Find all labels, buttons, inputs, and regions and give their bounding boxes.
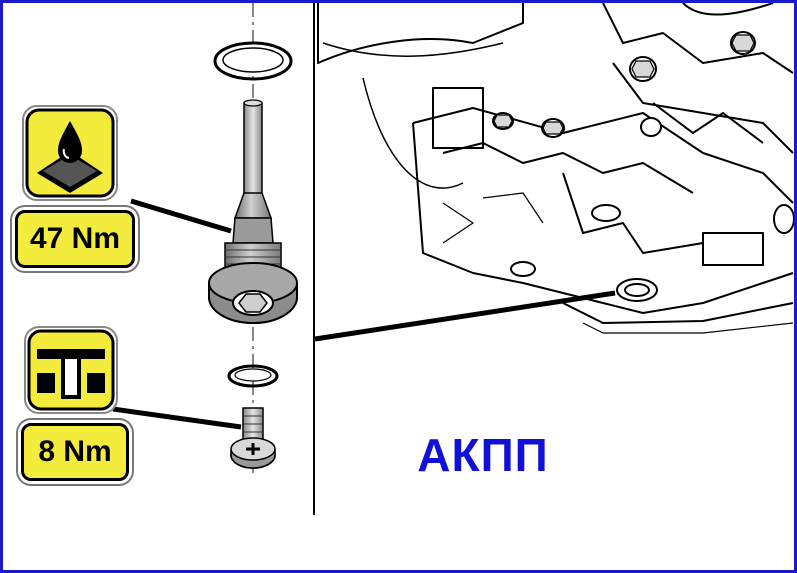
transmission-housing	[317, 3, 794, 334]
leader-line-47nm	[130, 198, 232, 234]
leader-line-transmission	[314, 290, 616, 342]
diagram-art	[22, 3, 794, 515]
torque-badge-47nm: 47 Nm	[15, 210, 135, 268]
seal-gasket-icon	[24, 326, 118, 414]
transmission-caption: АКПП	[417, 429, 549, 481]
small-screw	[230, 407, 276, 469]
torque-badge-8nm: 8 Nm	[21, 423, 129, 481]
top-seal-ring	[213, 41, 293, 81]
oil-fluid-icon	[22, 105, 118, 201]
lower-seal-ring	[227, 364, 279, 388]
housing-bolt-heads	[493, 34, 755, 135]
fill-plug	[208, 99, 298, 324]
leader-line-8nm	[112, 406, 242, 430]
torque-label: 47 Nm	[29, 222, 121, 255]
torque-label: 8 Nm	[38, 435, 112, 468]
